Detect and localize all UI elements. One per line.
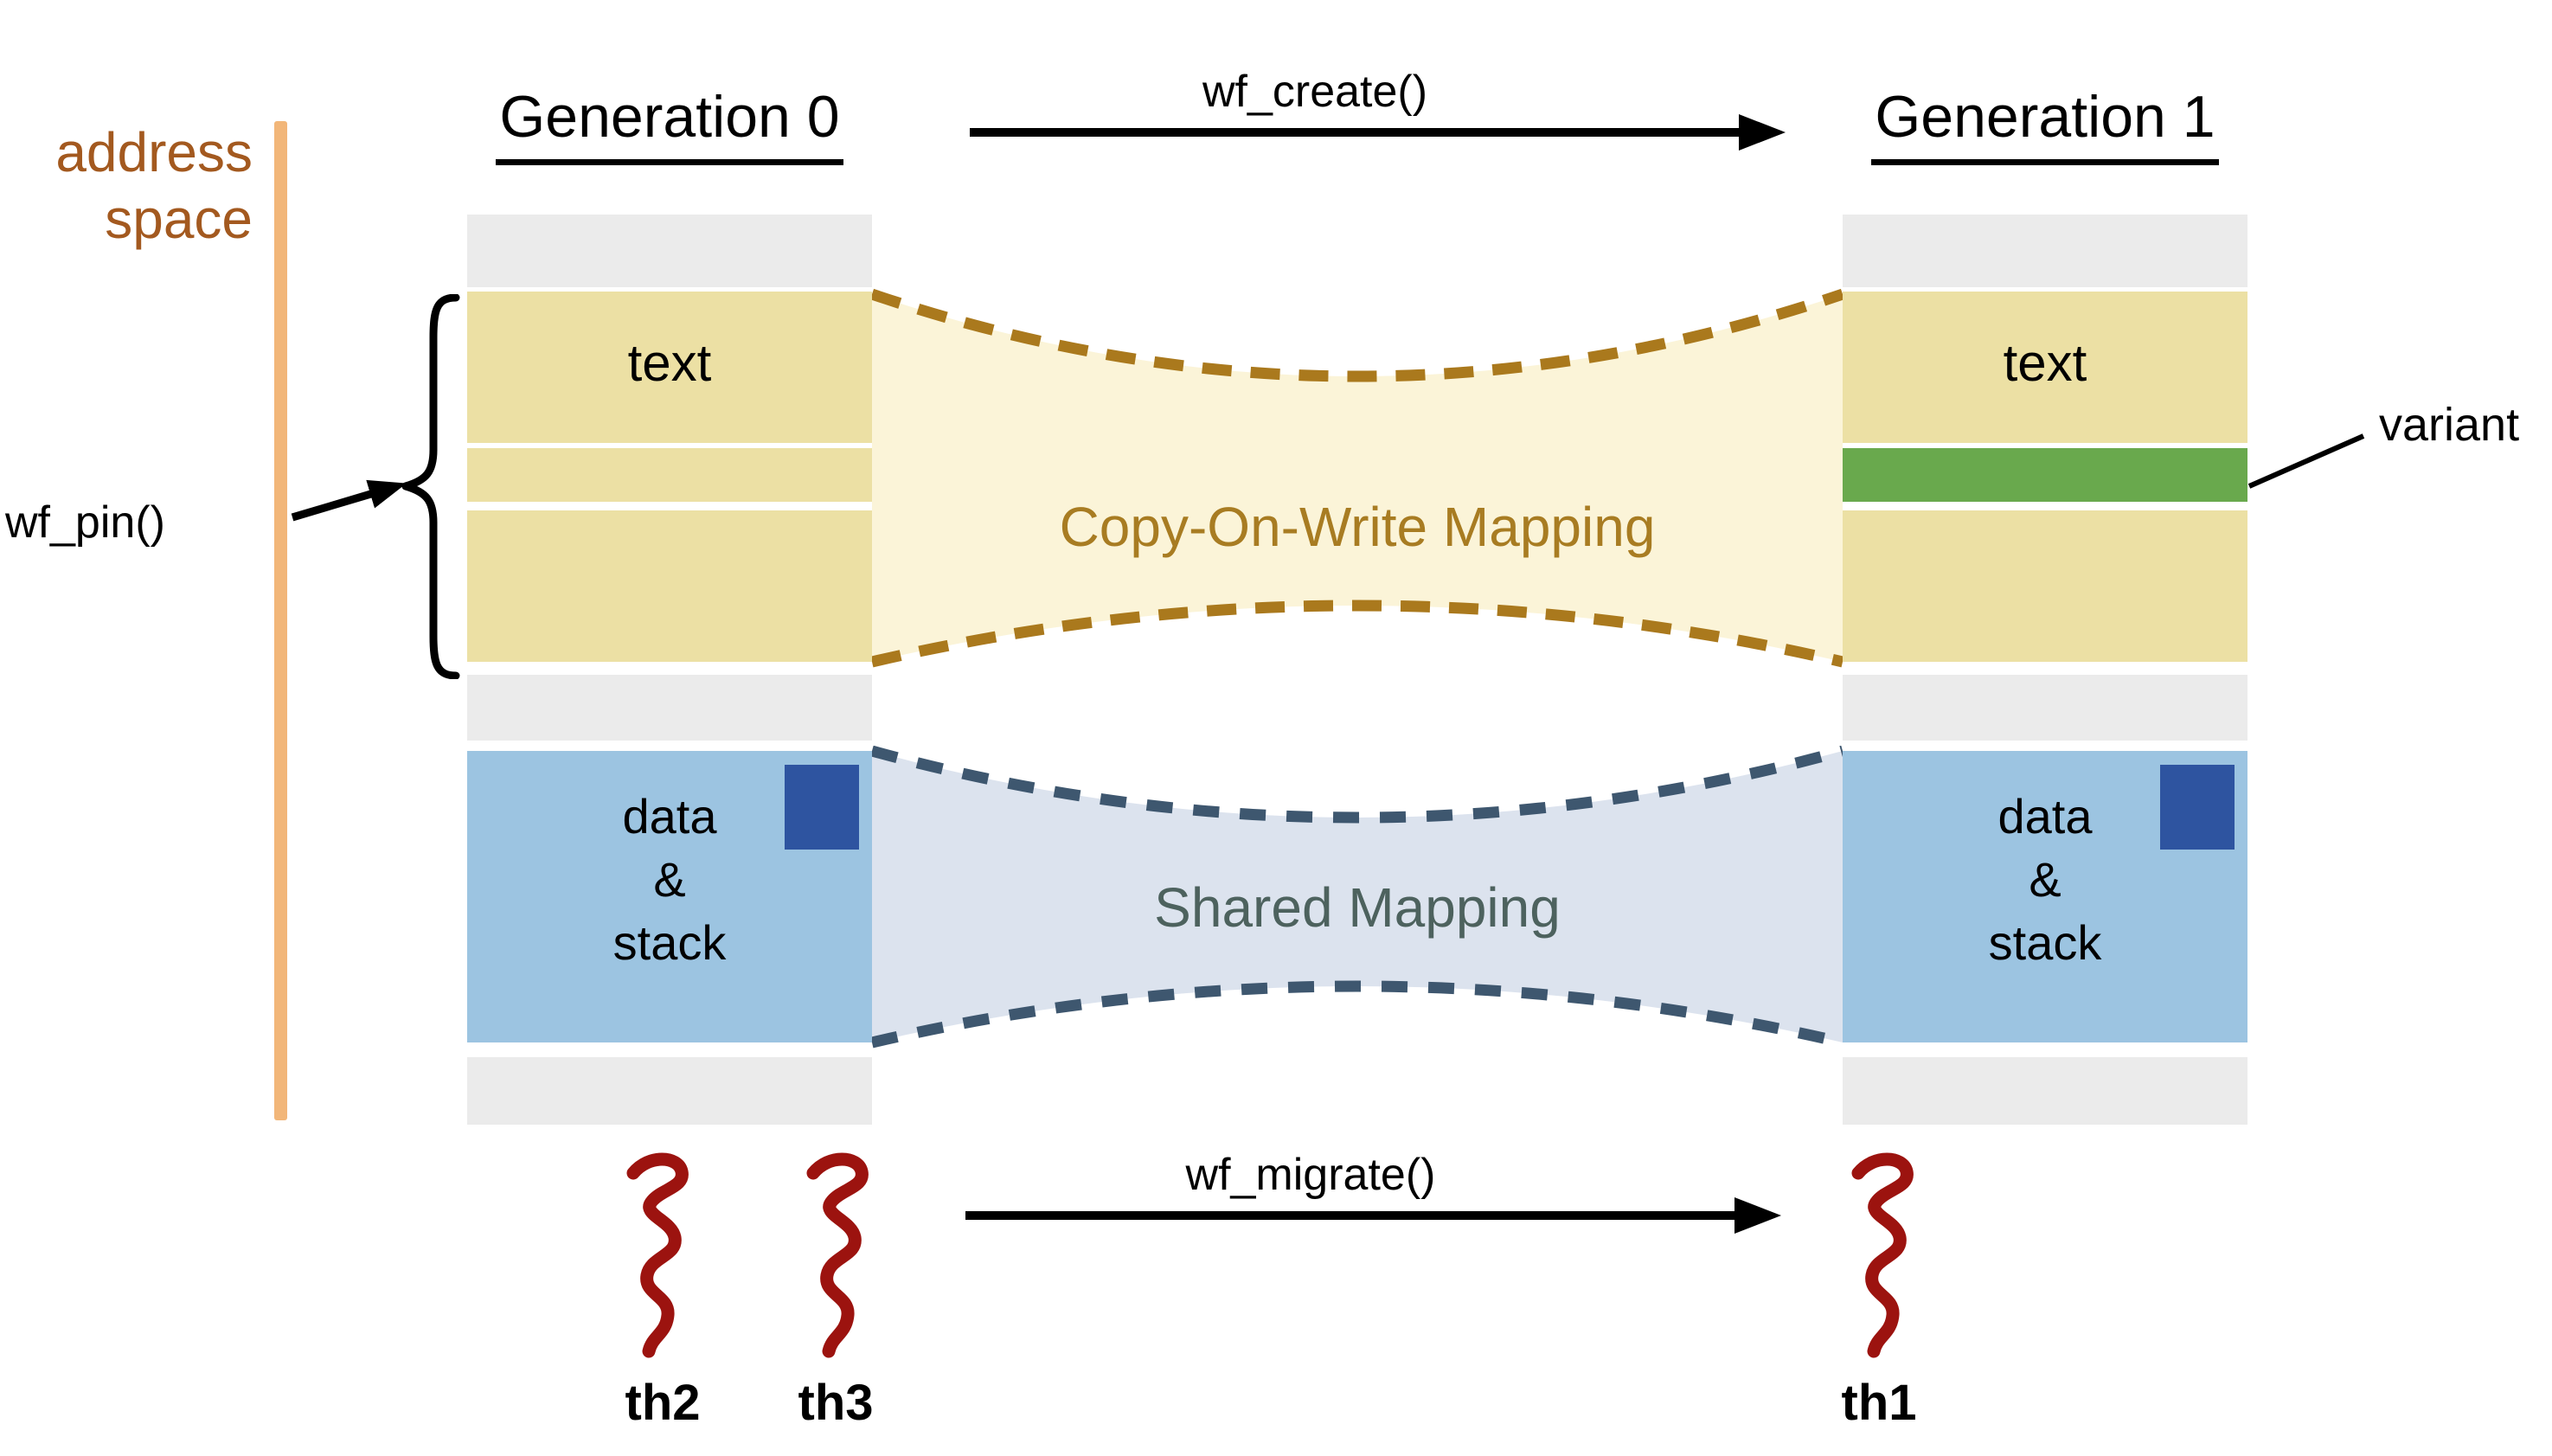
gen0-text-strip-segment [467, 448, 872, 502]
gen0-text-segment: text [467, 292, 872, 443]
gen1-text-segment: text [1843, 292, 2247, 443]
thread-th3-icon [806, 1152, 869, 1358]
shared-region-top-dashed-curve [872, 746, 1843, 824]
gen1-navy-square [2160, 765, 2235, 850]
gen1-text-segment-label: text [2003, 334, 2087, 392]
generation0-title: Generation 0 [467, 83, 872, 165]
cow-region-bottom-dashed-curve [872, 600, 1843, 668]
address-space-line1: address [55, 121, 253, 183]
gen0-unused-block-top [467, 215, 872, 287]
gen0-text-lower-segment [467, 510, 872, 662]
gen1-unused-block-bottom [1843, 1057, 2247, 1125]
gen0-text-segment-label: text [627, 334, 712, 392]
variant-pointer-line [2247, 433, 2365, 489]
cow-mapping-label: Copy-On-Write Mapping [1059, 496, 1656, 558]
gen1-data-stack-label: data & stack [1988, 789, 2102, 970]
gen1-variant-strip [1843, 448, 2247, 502]
cow-region-top-dashed-curve [872, 288, 1843, 382]
generation1-title: Generation 1 [1843, 83, 2247, 165]
cow-mapping-region [872, 288, 1843, 668]
gen0-navy-square [785, 765, 859, 850]
wf-pin-arrow-icon [291, 479, 407, 522]
thread-th1-label: th1 [1841, 1375, 1917, 1431]
wf-migrate-label: wf_migrate() [1185, 1150, 1436, 1200]
thread-th1-icon [1851, 1152, 1914, 1358]
thread-th3-label: th3 [798, 1375, 874, 1431]
address-space-axis-bar [274, 121, 287, 1120]
thread-th2-icon [626, 1152, 689, 1358]
thread-th2-label: th2 [625, 1375, 701, 1431]
variant-label: variant [2379, 399, 2520, 451]
gen1-unused-block-top [1843, 215, 2247, 287]
shared-mapping-region [872, 746, 1843, 1049]
gen1-text-lower-segment [1843, 510, 2247, 662]
address-space-label: address space [16, 119, 253, 253]
gen0-data-stack-segment: data & stack [467, 751, 872, 1042]
cow-region-fill [872, 294, 1843, 662]
gen0-unused-block-bottom [467, 1057, 872, 1125]
gen0-unused-block-middle [467, 675, 872, 741]
wf-pin-label: wf_pin() [5, 497, 165, 548]
shared-mapping-label: Shared Mapping [1154, 876, 1561, 939]
shared-region-bottom-dashed-curve [872, 980, 1843, 1049]
gen1-unused-block-middle [1843, 675, 2247, 741]
pinned-range-brace-icon [401, 294, 460, 679]
wf-create-arrow-icon [970, 114, 1786, 151]
wf-create-label: wf_create() [1202, 67, 1428, 117]
address-space-line2: space [105, 187, 253, 250]
shared-region-fill [872, 751, 1843, 1042]
gen1-data-stack-segment: data & stack [1843, 751, 2247, 1042]
wf-migrate-arrow-icon [965, 1197, 1781, 1234]
gen0-data-stack-label: data & stack [612, 789, 727, 970]
